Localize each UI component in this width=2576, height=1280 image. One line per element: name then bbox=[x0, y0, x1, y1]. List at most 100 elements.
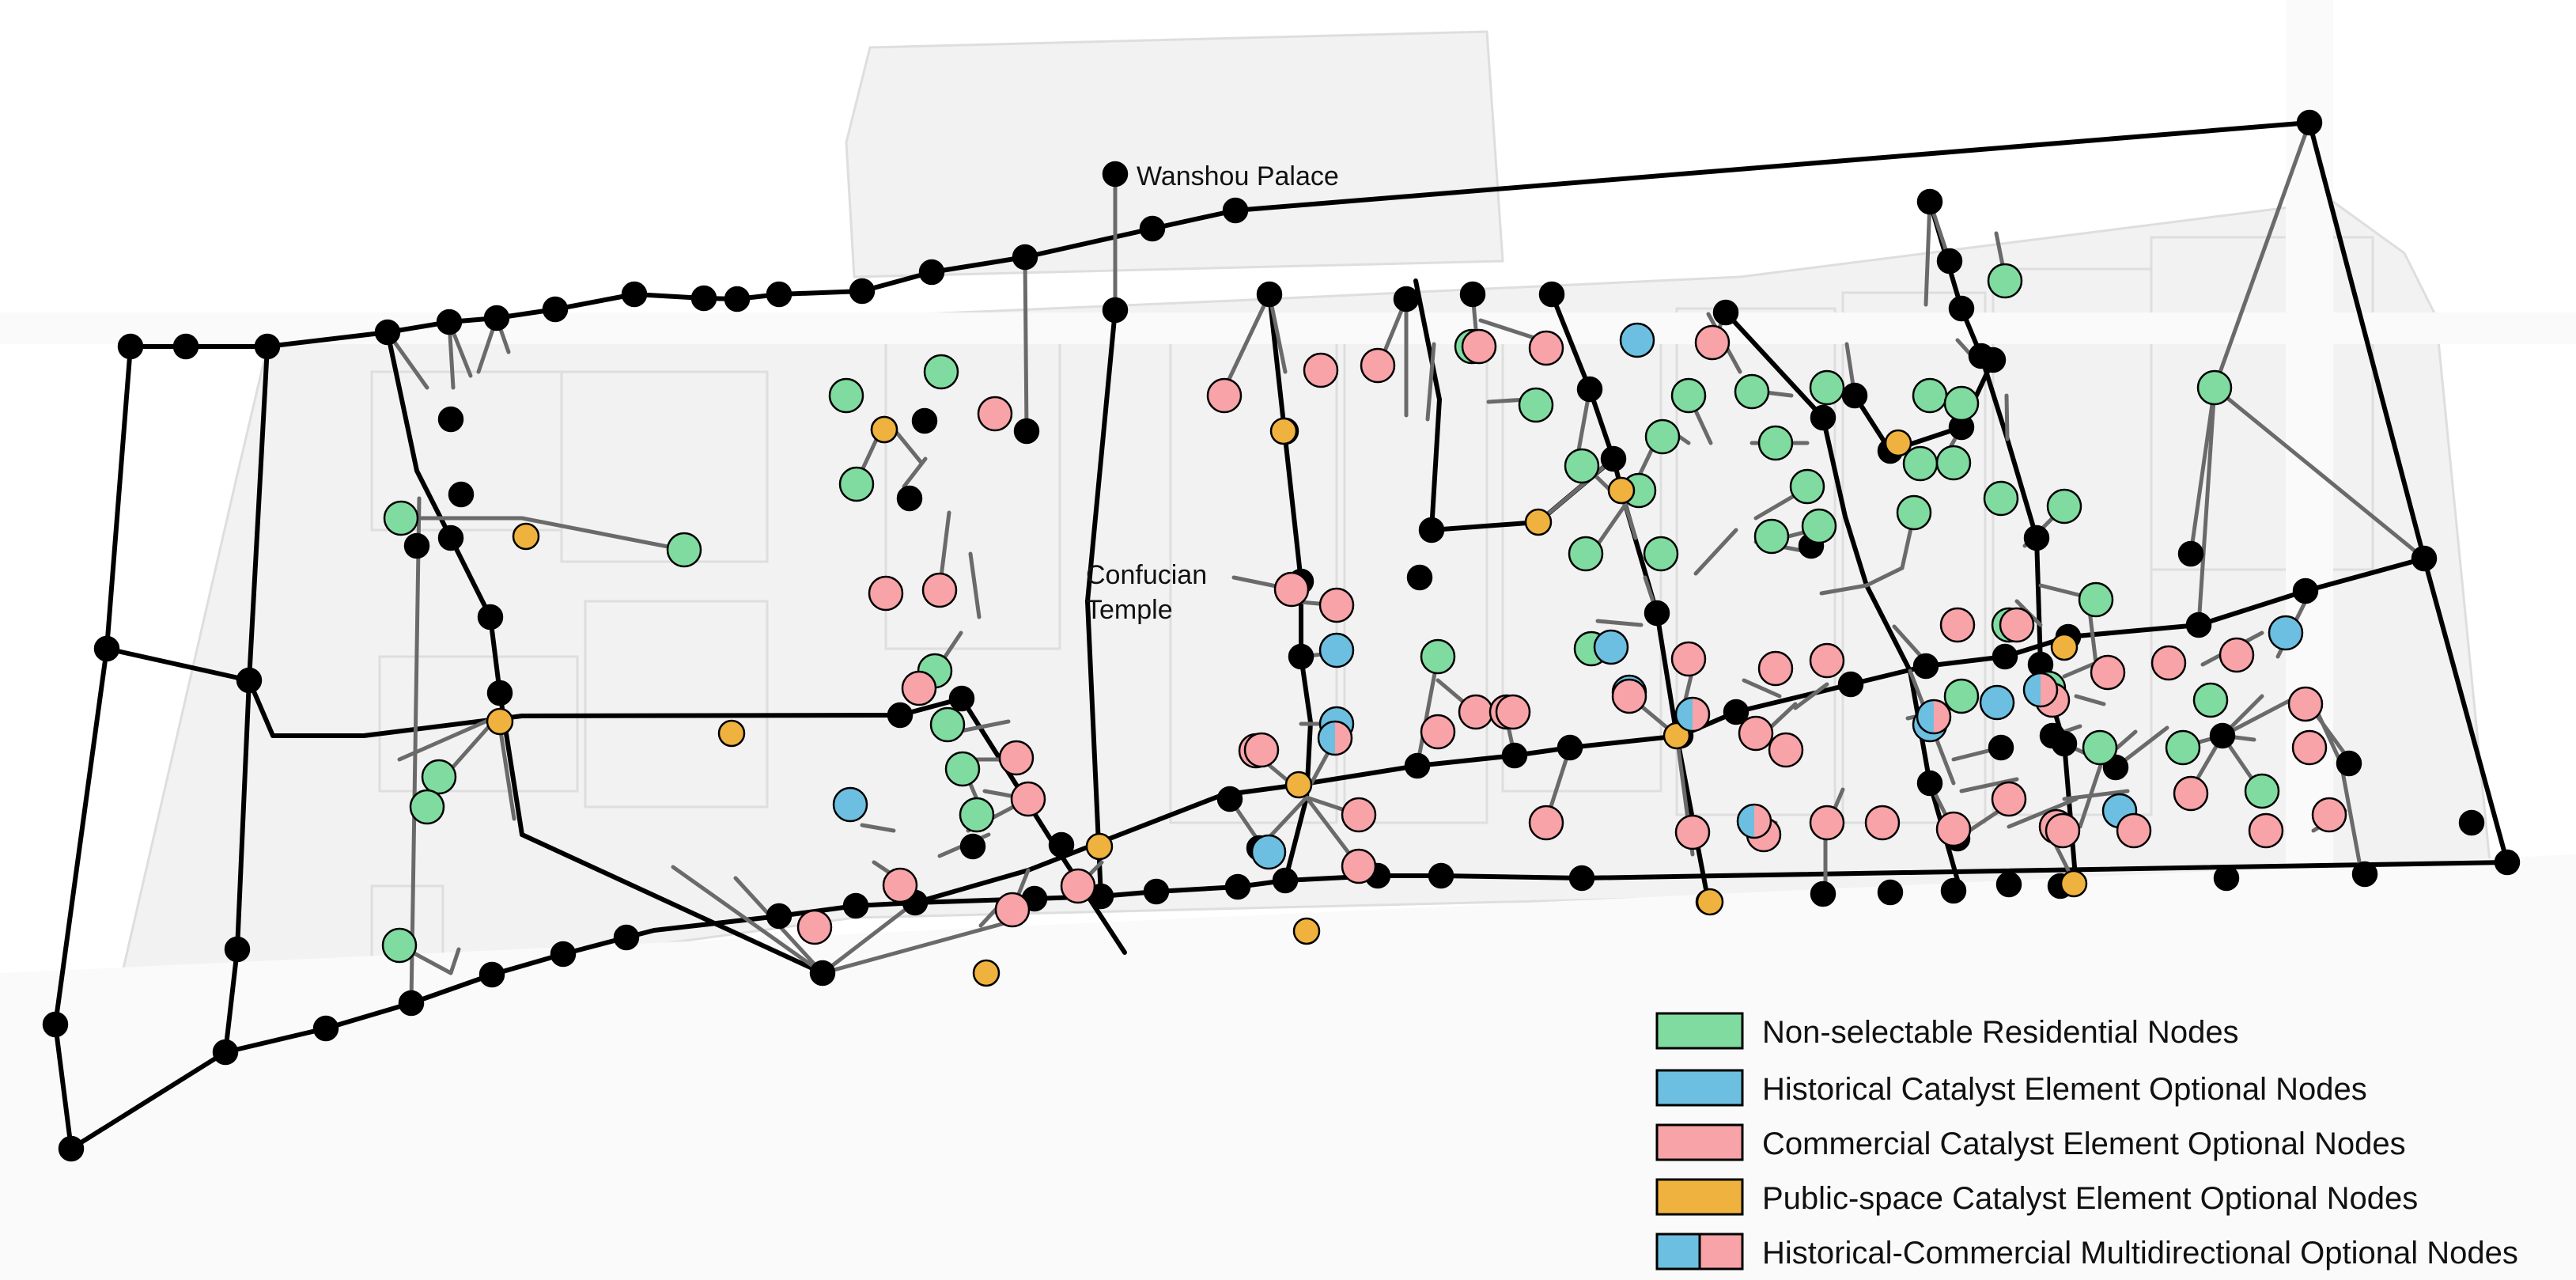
commercial-node bbox=[1318, 587, 1355, 623]
road-edge bbox=[1429, 397, 1442, 532]
road-edge bbox=[53, 646, 109, 1027]
junction-node bbox=[959, 833, 986, 860]
basemap-river bbox=[0, 854, 2576, 1280]
mixed-node-outline bbox=[1916, 699, 1952, 735]
road-edge bbox=[2196, 589, 2308, 627]
junction-node bbox=[1459, 281, 1486, 308]
branch-edge bbox=[820, 918, 1019, 975]
road-edge bbox=[2066, 623, 2201, 639]
road-edge bbox=[104, 646, 252, 683]
commercial-node bbox=[2287, 686, 2324, 722]
junction-node bbox=[448, 481, 475, 508]
residential-node bbox=[959, 797, 995, 833]
junction-node bbox=[1048, 831, 1075, 858]
junction-node bbox=[1139, 215, 1166, 242]
legend-swatch-historical bbox=[1655, 1069, 1744, 1107]
public-space-node bbox=[1269, 417, 1298, 445]
residential-node bbox=[2244, 773, 2280, 809]
junction-node bbox=[1393, 286, 1420, 312]
branch-edge bbox=[1742, 678, 1782, 699]
junction-node bbox=[1576, 376, 1603, 403]
residential-node bbox=[2082, 729, 2118, 766]
commercial-node bbox=[1360, 347, 1396, 384]
road-edge bbox=[929, 255, 1027, 275]
historical-node bbox=[1318, 632, 1355, 668]
road-edge bbox=[1296, 763, 1420, 787]
residential-node bbox=[1809, 369, 1845, 406]
branch-edge bbox=[1536, 456, 1616, 524]
branch-edge bbox=[968, 551, 982, 619]
junction-node bbox=[1222, 197, 1249, 224]
branch-edge bbox=[520, 516, 687, 552]
residential-node bbox=[1896, 494, 1932, 531]
road-edge bbox=[323, 1001, 414, 1031]
branch-edge bbox=[1959, 777, 2019, 793]
label-wanshou-palace: Wanshou Palace bbox=[1137, 161, 1339, 191]
junction-node bbox=[1428, 862, 1454, 889]
branch-edge bbox=[955, 719, 1011, 734]
commercial-node bbox=[901, 670, 937, 706]
residential-node bbox=[1420, 638, 1456, 675]
legend-item-public: Public-space Catalyst Element Optional N… bbox=[1655, 1178, 2418, 1216]
commercial-node bbox=[1809, 805, 1845, 841]
commercial-node bbox=[1341, 797, 1377, 833]
junction-node bbox=[224, 936, 251, 963]
public-space-node bbox=[1662, 721, 1691, 750]
branch-edge bbox=[1693, 528, 1738, 576]
road-edge bbox=[1821, 415, 1848, 519]
residential-node bbox=[944, 751, 981, 787]
road-edge bbox=[104, 344, 133, 651]
road-edge bbox=[247, 344, 270, 683]
road-edge bbox=[223, 1026, 328, 1055]
branch-edge bbox=[2188, 385, 2217, 556]
junction-node bbox=[842, 892, 869, 919]
public-space-node bbox=[2060, 869, 2088, 898]
junction-node bbox=[1600, 445, 1627, 472]
basemap-block bbox=[560, 370, 769, 563]
residential-node bbox=[1568, 536, 1604, 572]
residential-node bbox=[2192, 682, 2229, 718]
branch-edge bbox=[671, 865, 825, 975]
basemap-road bbox=[0, 312, 2576, 344]
junction-node bbox=[918, 259, 945, 286]
road-edge bbox=[2005, 437, 2039, 540]
commercial-node bbox=[1757, 650, 1794, 687]
commercial-node bbox=[1738, 715, 1774, 752]
commercial-node bbox=[2291, 729, 2328, 766]
network-nodes bbox=[42, 109, 2521, 1162]
road-edge bbox=[448, 536, 493, 619]
junction-node bbox=[398, 990, 425, 1017]
public-space-node bbox=[1524, 508, 1553, 536]
junction-node bbox=[437, 406, 464, 433]
junction-node bbox=[1102, 161, 1129, 187]
residential-node bbox=[1518, 387, 1554, 423]
junction-node bbox=[1837, 671, 1864, 698]
road-edge bbox=[1923, 654, 2007, 668]
legend-swatch-mixed-commercial bbox=[1698, 1233, 1744, 1271]
commercial-node bbox=[1341, 848, 1377, 884]
road-edge bbox=[2303, 556, 2427, 593]
junction-node bbox=[1012, 244, 1038, 271]
residential-node bbox=[666, 532, 702, 568]
road-edge bbox=[1439, 873, 1584, 880]
public-space-node bbox=[1085, 832, 1114, 861]
commercial-node bbox=[2311, 797, 2347, 833]
junction-node bbox=[172, 333, 199, 360]
junction-node bbox=[1723, 699, 1749, 725]
basemap-wanshou bbox=[845, 30, 1504, 278]
junction-node bbox=[690, 285, 717, 312]
junction-node bbox=[2185, 612, 2212, 638]
junction-node bbox=[1992, 643, 2018, 670]
residential-node bbox=[828, 377, 864, 414]
residential-node bbox=[2196, 369, 2233, 406]
junction-node bbox=[1538, 281, 1565, 308]
junction-node bbox=[42, 1011, 69, 1038]
commercial-node bbox=[921, 572, 958, 608]
junction-node bbox=[93, 635, 120, 662]
junction-node bbox=[1810, 404, 1836, 431]
mixed-node bbox=[1736, 803, 1772, 839]
junction-node bbox=[2296, 109, 2323, 136]
residential-node bbox=[1912, 377, 1948, 414]
label-confucian-temple-line2: Temple bbox=[1086, 595, 1173, 625]
junction-node bbox=[1916, 188, 1943, 215]
